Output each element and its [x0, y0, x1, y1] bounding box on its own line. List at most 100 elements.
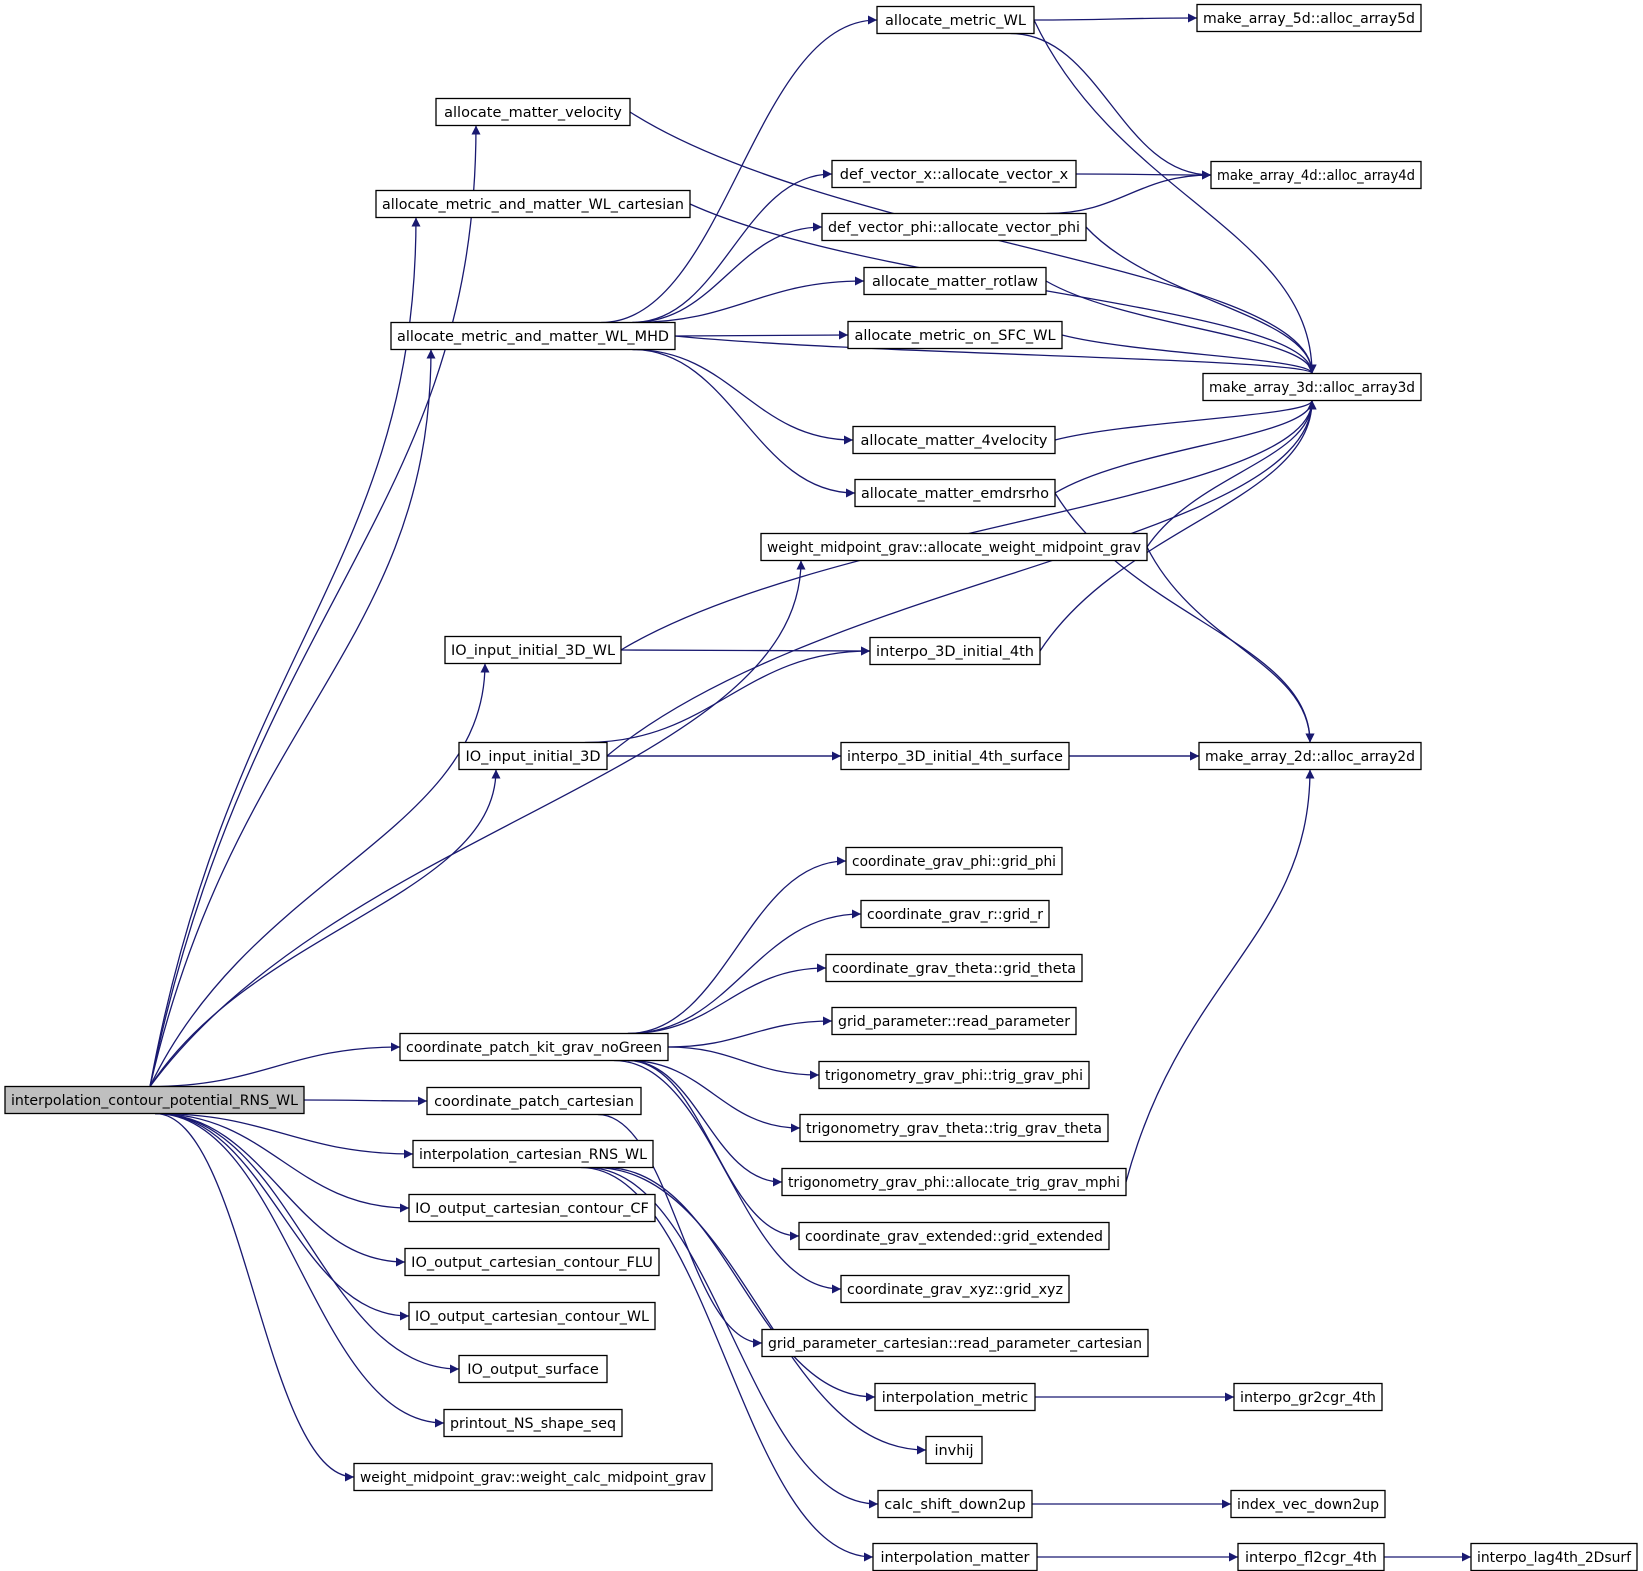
edge-root-to-amWLc — [149, 217, 421, 1087]
node-a5d[interactable]: make_array_5d::alloc_array5d — [1196, 3, 1422, 33]
node-label: grid_parameter_cartesian::read_parameter… — [768, 1336, 1142, 1352]
node-label: weight_midpoint_grav::allocate_weight_mi… — [767, 540, 1141, 556]
edge-cpk-to-gxyz — [613, 1059, 842, 1294]
node-amv[interactable]: allocate_matter_velocity — [435, 97, 631, 127]
node-imat[interactable]: interpolation_matter — [872, 1542, 1038, 1571]
node-box — [426, 1086, 642, 1116]
node-label: def_vector_x::allocate_vector_x — [840, 167, 1069, 183]
node-box — [860, 899, 1050, 929]
node-oFLU[interactable]: IO_output_cartesian_contour_FLU — [404, 1247, 660, 1277]
node-gext[interactable]: coordinate_grav_extended::grid_extended — [798, 1221, 1110, 1251]
edge-root-to-cpc — [303, 1096, 428, 1106]
node-oWL[interactable]: IO_output_cartesian_contour_WL — [408, 1301, 656, 1331]
node-box — [874, 1382, 1036, 1412]
node-icrns[interactable]: interpolation_cartesian_RNS_WL — [412, 1139, 654, 1169]
node-box — [443, 1408, 623, 1438]
node-pns[interactable]: printout_NS_shape_seq — [443, 1408, 623, 1438]
node-io3d[interactable]: IO_input_initial_3D — [458, 741, 608, 771]
edge-icrns-to-invhij — [593, 1166, 927, 1455]
node-amWL[interactable]: allocate_metric_WL — [876, 5, 1035, 35]
node-rpc[interactable]: grid_parameter_cartesian::read_parameter… — [761, 1328, 1149, 1358]
node-amMHD[interactable]: allocate_metric_and_matter_WL_MHD — [390, 321, 676, 351]
node-label: IO_input_initial_3D_WL — [451, 643, 615, 659]
node-rpar[interactable]: grid_parameter::read_parameter — [831, 1006, 1077, 1036]
node-box — [831, 159, 1077, 189]
node-box — [1196, 3, 1422, 33]
edge-icrns-to-imat — [580, 1166, 874, 1562]
node-tphi[interactable]: trigonometry_grav_phi::trig_grav_phi — [818, 1060, 1090, 1090]
node-wcalc[interactable]: weight_midpoint_grav::weight_calc_midpoi… — [353, 1462, 713, 1492]
node-oCF[interactable]: IO_output_cartesian_contour_CF — [408, 1193, 656, 1223]
node-imet[interactable]: interpolation_metric — [874, 1382, 1036, 1412]
node-box — [925, 1435, 983, 1465]
node-label: allocate_matter_rotlaw — [872, 274, 1038, 290]
node-label: interpo_fl2cgr_4th — [1245, 1550, 1377, 1566]
node-i3d4[interactable]: interpo_3D_initial_4th — [869, 636, 1041, 666]
edge-root-to-wcalc — [154, 1112, 355, 1482]
edge-cpk-to-gphi — [627, 856, 847, 1035]
node-root[interactable]: interpolation_contour_potential_RNS_WL — [4, 1085, 305, 1115]
edge-cpc-to-rpc — [597, 1113, 763, 1348]
node-atgm[interactable]: trigonometry_grav_phi::allocate_trig_gra… — [781, 1167, 1127, 1197]
node-box — [353, 1462, 713, 1492]
node-amemd[interactable]: allocate_matter_emdrsrho — [854, 478, 1056, 508]
node-tth[interactable]: trigonometry_grav_theta::trig_grav_theta — [799, 1113, 1109, 1143]
node-box — [399, 1032, 669, 1062]
edge-amMHD-to-amsfc — [674, 330, 849, 340]
node-box — [1198, 741, 1422, 771]
edge-root-to-oWL — [154, 1112, 410, 1321]
node-awmg[interactable]: weight_midpoint_grav::allocate_weight_mi… — [760, 532, 1148, 562]
node-amWLc[interactable]: allocate_metric_and_matter_WL_cartesian — [375, 189, 691, 219]
node-label: make_array_5d::alloc_array5d — [1203, 11, 1415, 27]
node-box — [404, 1247, 660, 1277]
node-a4d[interactable]: make_array_4d::alloc_array4d — [1210, 160, 1422, 190]
node-gr[interactable]: coordinate_grav_r::grid_r — [860, 899, 1050, 929]
node-box — [1210, 160, 1422, 190]
node-invhij[interactable]: invhij — [925, 1435, 983, 1465]
node-am4v[interactable]: allocate_matter_4velocity — [852, 425, 1056, 455]
node-gphi[interactable]: coordinate_grav_phi::grid_phi — [845, 846, 1063, 876]
edge-amsfc-to-a3d — [1061, 334, 1317, 374]
node-ifl[interactable]: interpo_fl2cgr_4th — [1237, 1542, 1385, 1571]
node-igr[interactable]: interpo_gr2cgr_4th — [1233, 1382, 1383, 1412]
node-label: coordinate_patch_cartesian — [434, 1094, 634, 1110]
node-label: IO_input_initial_3D — [465, 749, 600, 765]
node-amsfc[interactable]: allocate_metric_on_SFC_WL — [847, 320, 1063, 350]
node-label: def_vector_phi::allocate_vector_phi — [828, 220, 1080, 236]
node-osurf[interactable]: IO_output_surface — [458, 1354, 608, 1384]
edge-i3d4-to-a3d — [1039, 400, 1317, 652]
edge-root-to-pns — [154, 1112, 445, 1428]
node-io3dwl[interactable]: IO_input_initial_3D_WL — [444, 635, 622, 665]
node-ivd[interactable]: index_vec_down2up — [1230, 1489, 1386, 1519]
node-i3d4s[interactable]: interpo_3D_initial_4th_surface — [840, 741, 1070, 771]
edge-cpk-to-gth — [627, 963, 827, 1035]
node-label: allocate_metric_and_matter_WL_cartesian — [382, 197, 684, 213]
edge-io3d-to-i3d4 — [584, 646, 871, 744]
edge-root-to-cpk — [149, 1042, 401, 1088]
node-csd[interactable]: calc_shift_down2up — [877, 1489, 1033, 1519]
edge-root-to-io3d — [149, 769, 501, 1087]
edge-amWL-to-a3d — [1033, 19, 1317, 374]
edge-avx-to-a4d — [1075, 170, 1212, 180]
node-box — [458, 1354, 608, 1384]
node-label: make_array_3d::alloc_array3d — [1209, 380, 1415, 396]
edge-avphi-to-a3d — [1085, 226, 1317, 374]
node-gth[interactable]: coordinate_grav_theta::grid_theta — [825, 953, 1083, 983]
node-amrot[interactable]: allocate_matter_rotlaw — [863, 266, 1047, 296]
node-gxyz[interactable]: coordinate_grav_xyz::grid_xyz — [840, 1274, 1070, 1304]
node-label: interpo_lag4th_2Dsurf — [1477, 1550, 1632, 1566]
node-avphi[interactable]: def_vector_phi::allocate_vector_phi — [821, 212, 1087, 242]
node-cpk[interactable]: coordinate_patch_kit_grav_noGreen — [399, 1032, 669, 1062]
node-box — [1233, 1382, 1383, 1412]
node-box — [375, 189, 691, 219]
node-box — [825, 953, 1083, 983]
edge-amWL-to-a4d — [1010, 32, 1212, 180]
node-a3d[interactable]: make_array_3d::alloc_array3d — [1202, 372, 1422, 402]
node-avx[interactable]: def_vector_x::allocate_vector_x — [831, 159, 1077, 189]
node-label: make_array_4d::alloc_array4d — [1217, 168, 1415, 184]
node-label: interpo_gr2cgr_4th — [1240, 1390, 1376, 1406]
node-a2d[interactable]: make_array_2d::alloc_array2d — [1198, 741, 1422, 771]
node-cpc[interactable]: coordinate_patch_cartesian — [426, 1086, 642, 1116]
edge-amMHD-to-a3d — [674, 335, 1317, 375]
node-ilag[interactable]: interpo_lag4th_2Dsurf — [1470, 1542, 1638, 1571]
